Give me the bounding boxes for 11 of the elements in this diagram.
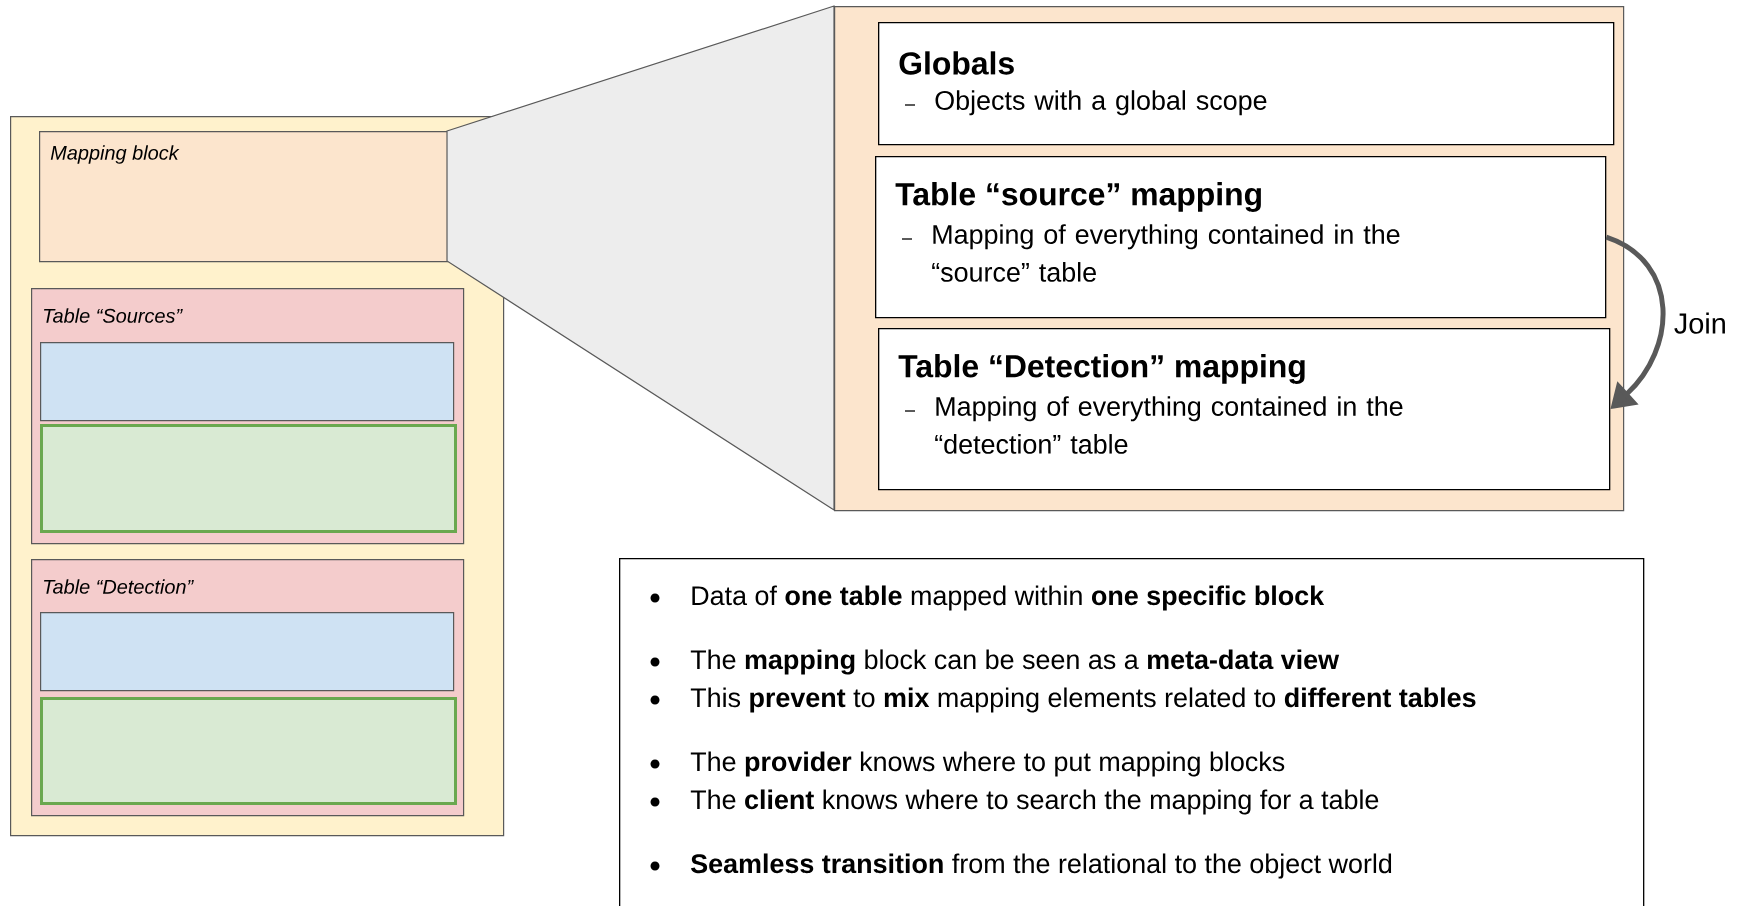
content-area — [40, 697, 457, 805]
note-box: Data of one table mapped within one specific block The mapping block can be seen as a meta-data view This prevent to mix mapping elements related to different tables The provider knows where to put mapping blocks The client knows where to search the mapping for a table Seamless transition from the relational to the object world — [619, 558, 1645, 906]
content-area — [40, 424, 457, 533]
header-band — [40, 342, 455, 422]
zoom-callout — [446, 5, 835, 512]
mapping-card: Table “Detection” mapping Mapping of everything contained in the “detection” table — [878, 328, 1611, 491]
labeled-box: Mapping block — [39, 131, 449, 263]
edge-label: Join — [1672, 311, 1728, 335]
header-band — [40, 612, 455, 692]
mapping-card: Table “source” mapping Mapping of everything contained in the “source” table — [875, 156, 1607, 319]
mapping-card: Globals Objects with a global scope — [878, 22, 1615, 146]
